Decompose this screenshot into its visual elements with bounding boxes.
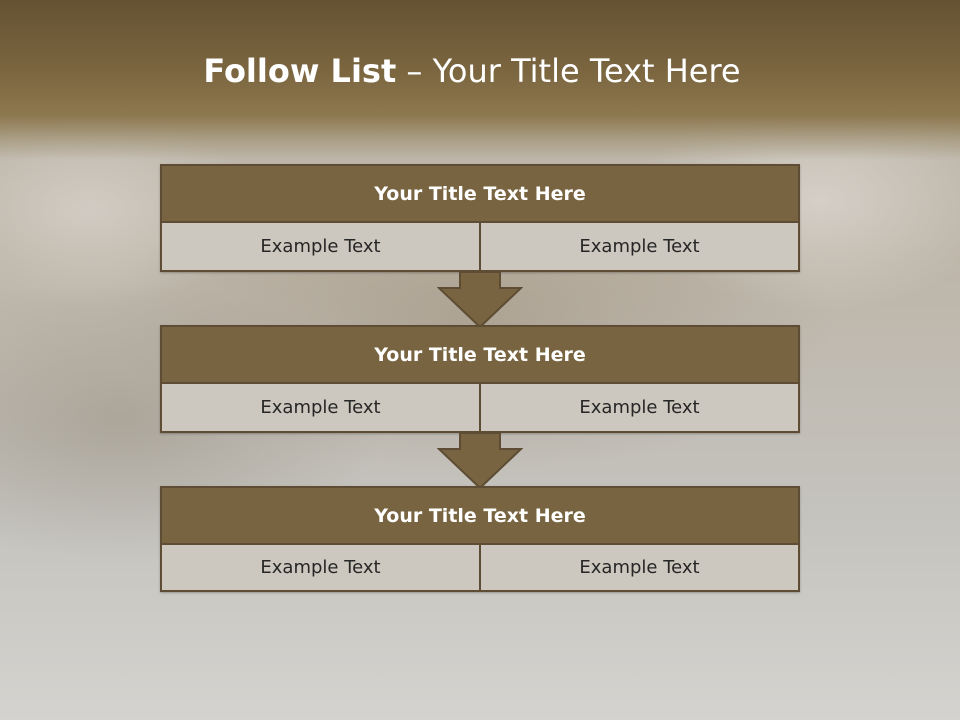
title-band: [0, 0, 960, 160]
step-cell-right: Example Text: [479, 223, 798, 270]
step-box-2: Your Title Text Here Example Text Exampl…: [160, 325, 800, 433]
down-arrow-icon: [437, 272, 523, 328]
step-cell-left: Example Text: [162, 223, 479, 270]
slide-title-rest: – Your Title Text Here: [406, 52, 741, 90]
step-row: Example Text Example Text: [162, 223, 798, 270]
slide-title: Follow List – Your Title Text Here: [0, 52, 944, 90]
slide-title-bold: Follow List: [203, 52, 397, 90]
step-cell-left: Example Text: [162, 384, 479, 431]
step-title: Your Title Text Here: [162, 488, 798, 545]
step-box-3: Your Title Text Here Example Text Exampl…: [160, 486, 800, 592]
step-title: Your Title Text Here: [162, 166, 798, 223]
step-title: Your Title Text Here: [162, 327, 798, 384]
down-arrow-icon: [437, 433, 523, 489]
step-row: Example Text Example Text: [162, 384, 798, 431]
step-cell-right: Example Text: [479, 384, 798, 431]
step-box-1: Your Title Text Here Example Text Exampl…: [160, 164, 800, 272]
step-cell-left: Example Text: [162, 545, 479, 590]
step-cell-right: Example Text: [479, 545, 798, 590]
step-row: Example Text Example Text: [162, 545, 798, 590]
